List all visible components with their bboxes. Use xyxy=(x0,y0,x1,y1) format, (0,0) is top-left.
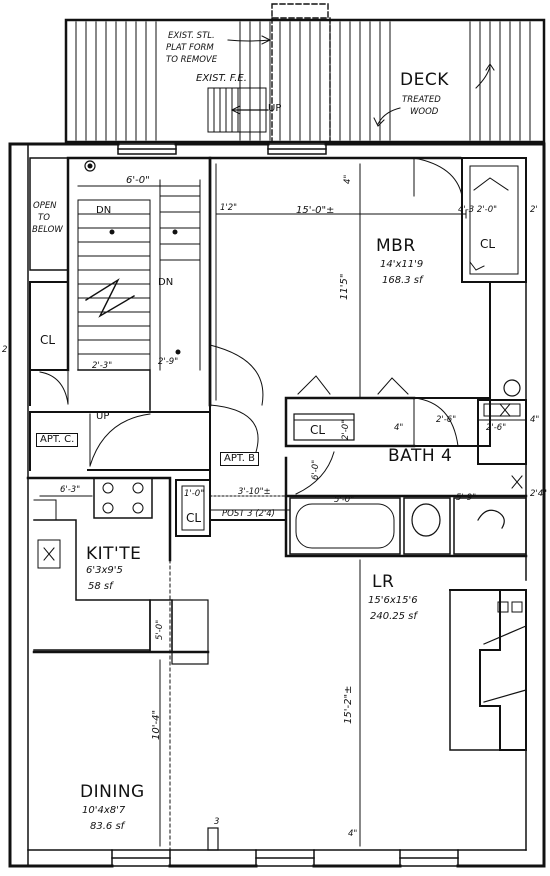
kitchen-dim-right-block: 5'-0" xyxy=(155,619,165,640)
mbr-closet-label: CL xyxy=(480,237,496,251)
deck-note-line2: PLAT FORM xyxy=(166,43,214,53)
bath-dim-width: 5'-0" xyxy=(334,495,355,505)
stair-run-right xyxy=(159,179,201,371)
leader-arrow-deck-right xyxy=(475,63,495,89)
dining-small-dim: 3 xyxy=(214,817,220,827)
mbr-closet-dims: 4'-3 2'-0" xyxy=(458,205,498,215)
stair-dn-upper: DN xyxy=(96,205,112,216)
mbr-left-dim: 1'2" xyxy=(220,203,238,213)
open-line3: BELOW xyxy=(32,225,63,235)
deck xyxy=(64,3,546,144)
smoke-detector-icon xyxy=(84,160,96,172)
water-heater-icon xyxy=(503,379,521,397)
leader-arrow-deck xyxy=(227,35,272,45)
door-swing-apt-b xyxy=(209,344,264,406)
dining-height-dim: 10'-4" xyxy=(151,709,162,740)
vent-triangle-icon xyxy=(297,375,331,395)
deck-note-line1: EXIST. STL. xyxy=(168,31,215,41)
mbr-size: 14'x11'9 xyxy=(380,259,424,270)
deck-material-line2: WOOD xyxy=(410,107,439,117)
bath-dim-door: 2'-6" xyxy=(436,415,457,425)
open-line1: OPEN xyxy=(33,201,57,211)
windows xyxy=(111,143,459,867)
existing-platform-outline xyxy=(271,3,331,143)
stair-up-label: UP xyxy=(96,411,110,422)
living-dining-walls xyxy=(32,469,527,851)
dining-bottom-dim: 4" xyxy=(348,829,358,839)
sink-kitchen xyxy=(37,539,61,569)
door-swing-apt-c xyxy=(89,413,151,467)
stair-dim-low-mid: 2'-9" xyxy=(158,357,179,367)
bath-dim-side: 5'-9" xyxy=(456,493,477,503)
bath-title: BATH 4 xyxy=(388,446,453,466)
lr-post-label: POST 3 (2'4) xyxy=(222,509,276,519)
bathroom xyxy=(209,451,528,558)
stair-dim-low-left: 2'-3" xyxy=(92,361,113,371)
door-swing-bath-lower xyxy=(295,451,335,495)
apt-b-tag: APT. B xyxy=(220,452,260,466)
door-swing-bath xyxy=(413,397,459,447)
deck-exist-fe: EXIST. F.E. xyxy=(196,73,247,84)
stair-treads xyxy=(77,199,151,371)
kitchenette xyxy=(26,476,211,665)
bath-dim-right: 4" xyxy=(530,415,540,425)
bath-dim-a: 2'-6" xyxy=(486,423,507,433)
stair-dim-top: 6'-0" xyxy=(126,175,150,186)
kitchen-size: 6'3x9'5 xyxy=(86,565,123,576)
hall-closet-small: 4" xyxy=(394,423,404,433)
mbr-closet-right-dim: 2' xyxy=(530,205,538,215)
mbr-area: 168.3 sf xyxy=(382,275,423,286)
stair-dn-lower: DN xyxy=(158,277,174,288)
kitchen-closet-label: CL xyxy=(186,511,202,525)
deck-up-label: UP xyxy=(268,103,282,114)
lr-dim-across: 3'-10"± xyxy=(238,487,271,497)
range-stove xyxy=(93,477,153,519)
lr-area: 240.25 sf xyxy=(370,611,417,622)
deck-boards xyxy=(75,21,531,141)
door-swing-closet-left xyxy=(39,371,69,405)
deck-material-line1: TREATED xyxy=(402,95,441,105)
deck-stair xyxy=(207,87,269,133)
dining-size: 10'4x8'7 xyxy=(82,805,126,816)
deck-note-line3: TO REMOVE xyxy=(166,55,218,65)
door-swing-apt-b-lower xyxy=(209,404,259,453)
bath-dim-right2: 2'4" xyxy=(530,489,548,499)
master-bedroom xyxy=(208,156,527,465)
stair-closet-label: CL xyxy=(40,333,56,347)
sink-vanity xyxy=(453,497,527,555)
lr-size: 15'6x15'6 xyxy=(368,595,418,606)
dining-area: 83.6 sf xyxy=(90,821,125,832)
open-line2: TO xyxy=(38,213,50,223)
mbr-width-dim: 15'-0"± xyxy=(296,205,335,216)
lr-height-dim: 15'-2"± xyxy=(343,685,354,724)
exterior-walls xyxy=(8,142,546,868)
door-swing-mbr xyxy=(413,157,463,197)
bathtub xyxy=(289,497,401,555)
hall-closet-label: CL xyxy=(310,423,326,437)
deck-title: DECK xyxy=(400,70,449,90)
kitchen-closet-dim: 1'-0" xyxy=(184,489,205,499)
apt-c-tag: APT. C. xyxy=(36,433,79,447)
toilet xyxy=(403,497,451,555)
mbr-height-dim: 11'5" xyxy=(339,273,350,300)
lr-title: LR xyxy=(372,572,395,592)
leader-arrow-treated xyxy=(373,107,401,127)
kitchen-dim-top: 6'-3" xyxy=(60,485,81,495)
hall-closet-dim: 2'-0" xyxy=(341,419,351,440)
mbr-top-dim: 4" xyxy=(343,174,353,184)
dining-title: DINING xyxy=(80,782,145,802)
fireplace xyxy=(449,589,527,751)
vent-triangle-icon-2 xyxy=(377,377,409,395)
kitchen-title: KIT'TE xyxy=(86,544,142,564)
bath-dim-left: 6'-0" xyxy=(311,459,321,480)
kitchen-area: 58 sf xyxy=(88,581,113,592)
mbr-title: MBR xyxy=(376,236,416,256)
stair-dim-left-margin: 2 xyxy=(2,345,8,355)
